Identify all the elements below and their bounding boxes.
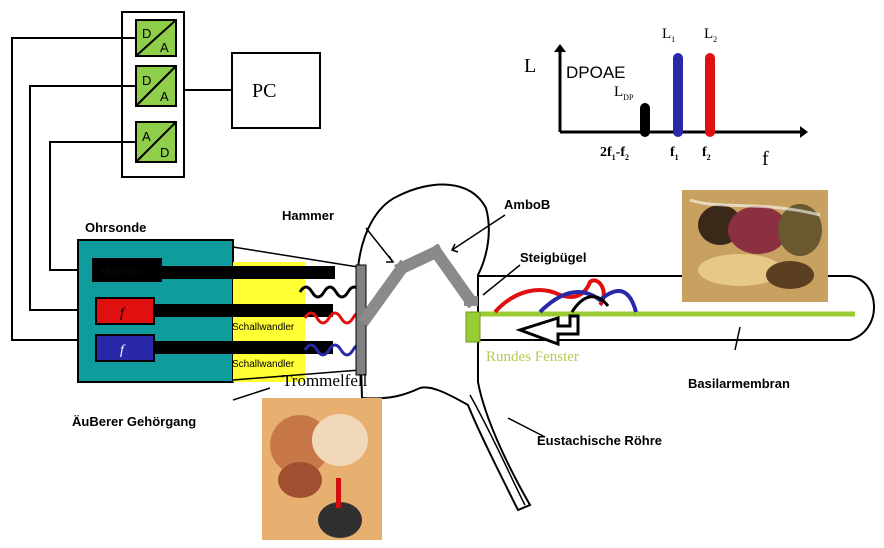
wave-red [305,313,363,323]
label-l1: L1 [662,26,675,44]
amboss-bone [436,252,470,300]
converter-da-2: D A [136,66,176,106]
ear-probe: Ohrsonde Mikrofon f f Schallwandler Scha… [78,220,335,382]
label-steigbuegel: Steigbügel [520,250,586,265]
converter-1-top: D [142,26,151,41]
stapes [464,296,478,306]
label-ldp: LDP [614,84,634,102]
label-hammer: Hammer [282,208,334,223]
label-trommelfell: Trommelfell [282,371,368,390]
converter-1-bottom: A [160,40,169,55]
speaker-1-label: Schallwandler [232,322,295,333]
speaker-2-label: Schallwandler [232,359,295,370]
ohrsonde-label: Ohrsonde [85,220,146,235]
microphone-label: Mikrofon [100,266,142,278]
eardrum-photo [262,398,382,540]
spectrum-x-label: f [762,148,769,170]
sound-waves [300,287,363,355]
spectrum-y-label: L [524,55,536,77]
wave-black [300,287,360,297]
spectrum-title: DPOAE [566,63,626,82]
pc-box: PC [232,53,320,128]
converter-3-top: A [142,129,151,144]
label-gehoergang: ÄuBerer Gehörgang [72,414,196,429]
label-basilarmembran: Basilarmembran [688,376,790,391]
label-f2: f2 [702,145,711,162]
round-window [466,312,480,342]
label-rundes-fenster: Rundes Fenster [486,349,579,365]
converter-2-bottom: A [160,89,169,104]
hammer-bone [366,268,402,318]
pc-label: PC [252,80,276,102]
speaker-2 [96,335,154,361]
label-eustachische: Eustachische Röhre [537,433,662,448]
eustachian-tube [470,395,525,505]
converter-ad: A D [136,122,176,162]
dpoae-spectrum: L f DPOAE LDP L1 L2 2f1-f2 f1 f2 [524,26,808,170]
cochlea-micrograph [682,190,828,302]
converter-da-1: D A [136,20,176,56]
label-f1: f1 [670,145,679,162]
label-2f1-f2: 2f1-f2 [600,145,629,162]
speaker-1 [96,298,154,324]
ossicles [366,252,470,318]
converter-3-bottom: D [160,145,169,160]
label-l2: L2 [704,26,717,44]
converter-block: D A D A A D [122,12,232,177]
converter-2-top: D [142,73,151,88]
label-amboss: AmboB [504,197,550,212]
